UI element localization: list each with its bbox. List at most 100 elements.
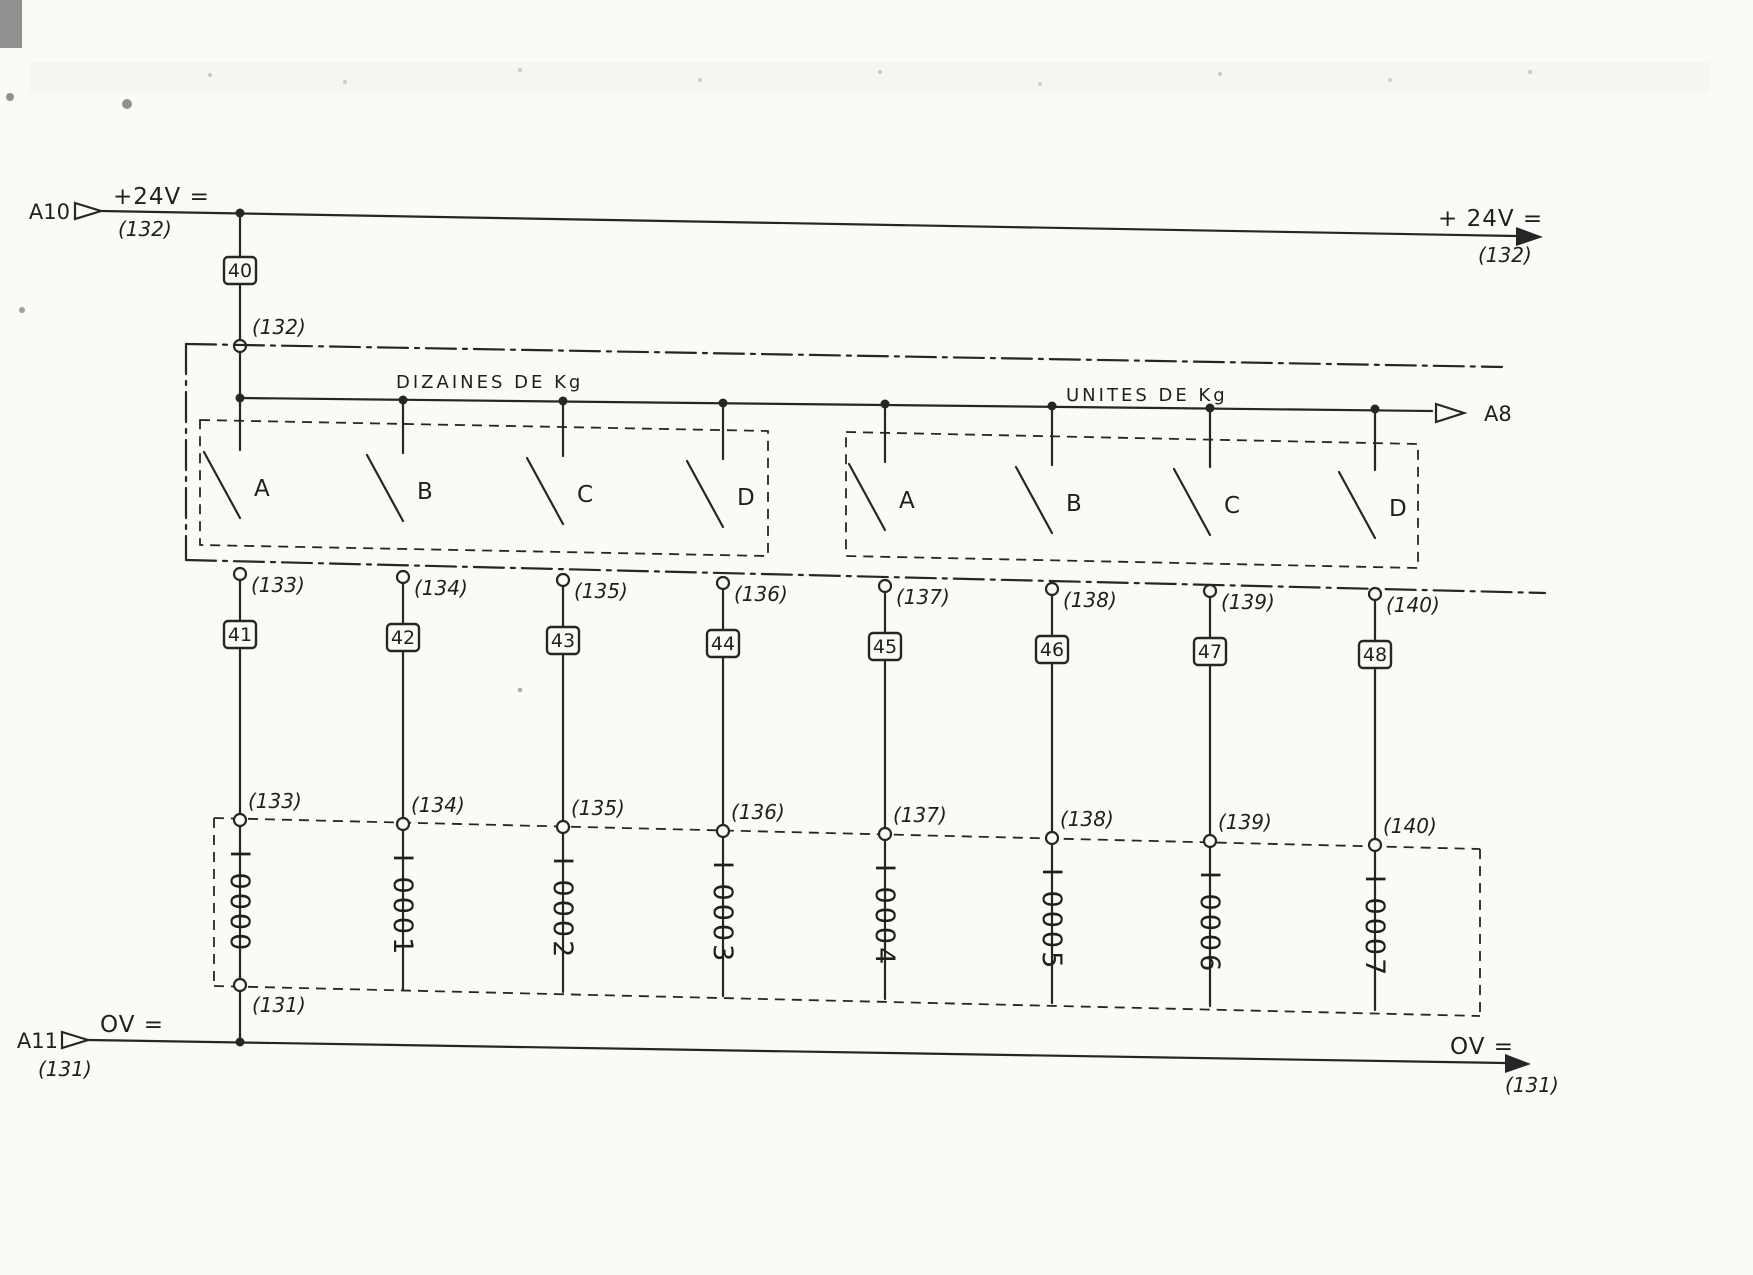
- contact-circle: [877, 578, 893, 594]
- signal-label: I 0001: [387, 854, 418, 957]
- rail-arrow-right-icon: [1516, 227, 1543, 246]
- connector-label-a8: A8: [1484, 402, 1512, 426]
- ref-label-bottom-right: (131): [1505, 1073, 1559, 1097]
- switch-blade: [1172, 467, 1212, 537]
- signal-label: I 0002: [547, 857, 578, 960]
- contact-circle: [1202, 833, 1218, 849]
- contact-circle: [395, 569, 411, 585]
- branch-6: B (138) 46 (138) I 0005: [1014, 401, 1117, 1005]
- switch-blade: [1337, 470, 1377, 540]
- module-boundary-bottom: [213, 985, 1481, 1017]
- ref-label-132: (132): [252, 315, 306, 339]
- terminal-number: 43: [551, 630, 575, 652]
- ref-label: (139): [1221, 590, 1275, 614]
- branch-2: B (134) 42 (134) I 0001: [365, 395, 468, 991]
- branch-8: D (140) 48 (140) I 0007: [1337, 404, 1440, 1012]
- rail-0v-wire: [86, 1038, 1507, 1065]
- signal-label: I 0000: [224, 850, 255, 953]
- contact-circle: [1367, 586, 1383, 602]
- terminal-number: 41: [228, 624, 252, 646]
- ref-label-2: (137): [893, 803, 947, 827]
- contact-circle: [877, 826, 893, 842]
- connector-arrow-a10-icon: [73, 201, 105, 221]
- ref-label-2: (135): [571, 796, 625, 820]
- ref-label: (138): [1063, 588, 1117, 612]
- rail-24v-wire: [99, 209, 1518, 238]
- rail-arrow-right-icon: [1505, 1054, 1531, 1073]
- switch-group-box-dizaines: [199, 419, 769, 557]
- cabinet-boundary: [184, 342, 1547, 595]
- module-boundary-top: [213, 817, 1481, 850]
- contact-circle: [1044, 830, 1060, 846]
- branch-4: D (136) 44 (136) I 0003: [685, 398, 788, 998]
- ref-label-2: (139): [1218, 810, 1272, 834]
- contact-circle: [232, 566, 248, 582]
- ref-label: (134): [414, 576, 468, 600]
- terminal-number: 46: [1040, 639, 1064, 661]
- contact-circle-131: [232, 977, 248, 993]
- main-fuse-column: 40 (132): [222, 211, 306, 400]
- ref-label-2: (140): [1383, 814, 1437, 838]
- group-label-unites: UNITES DE Kg: [1066, 385, 1228, 406]
- signal-label: I 0006: [1194, 871, 1225, 974]
- terminal-number: 47: [1198, 641, 1222, 663]
- terminal-number: 45: [873, 636, 897, 658]
- branch-7: C (139) 47 (139) I 0006: [1172, 403, 1275, 1008]
- connector-label-a11: A11: [17, 1029, 58, 1053]
- branch-5: A (137) 45 (137) I 0004: [847, 399, 950, 1001]
- terminal-number: 42: [391, 627, 415, 649]
- switch-label: D: [737, 485, 755, 511]
- top-rail: A10 +24V = (132) + 24V = (132): [29, 184, 1543, 267]
- switch-blade: [847, 462, 887, 532]
- ref-label-131: (131): [252, 993, 306, 1017]
- switch-label: B: [417, 479, 433, 505]
- signal-label: I 0005: [1036, 868, 1067, 971]
- contact-circle: [1202, 583, 1218, 599]
- switch-blade: [525, 456, 565, 526]
- terminal-number: 48: [1363, 644, 1387, 666]
- switch-label: C: [577, 482, 593, 508]
- distribution-bus: DIZAINES DE Kg UNITES DE Kg A8: [238, 372, 1512, 426]
- contact-circle: [555, 819, 571, 835]
- contact-circle: [715, 823, 731, 839]
- ref-label-2: (134): [411, 793, 465, 817]
- scan-noise: [0, 0, 1532, 693]
- switch-group-box-unites: [845, 431, 1419, 569]
- bus-arrow-a8-icon: [1434, 402, 1468, 424]
- contact-circle: [555, 572, 571, 588]
- connector-arrow-a11-icon: [60, 1030, 92, 1050]
- ref-label-top-right: (132): [1478, 243, 1532, 267]
- terminal-number-40: 40: [228, 260, 252, 282]
- boundary-line-bottom: [184, 558, 1547, 595]
- voltage-label-bottom-right: OV =: [1450, 1034, 1514, 1060]
- switch-blade: [365, 453, 405, 523]
- contact-circle: [232, 812, 248, 828]
- switch-label: B: [1066, 491, 1082, 517]
- voltage-label-bottom-left: OV =: [100, 1012, 164, 1038]
- group-label-dizaines: DIZAINES DE Kg: [396, 372, 583, 393]
- bottom-rail: A11 OV = (131) OV = (131): [17, 1012, 1559, 1097]
- ref-label-2: (138): [1060, 807, 1114, 831]
- ref-label-2: (133): [248, 789, 302, 813]
- switch-label: D: [1389, 496, 1407, 522]
- ref-label-top-left: (132): [118, 217, 172, 241]
- switch-label: A: [899, 488, 915, 514]
- terminal-number: 44: [711, 633, 735, 655]
- boundary-line-top: [184, 342, 1504, 369]
- ref-label: (133): [251, 573, 305, 597]
- switch-blade: [202, 450, 242, 520]
- signal-label: I 0003: [707, 861, 738, 964]
- switch-blade: [1014, 465, 1054, 535]
- ref-label: (140): [1386, 593, 1440, 617]
- switch-blade: [685, 459, 725, 529]
- input-module-boundary: [213, 817, 1481, 1017]
- signal-label: I 0004: [869, 864, 900, 967]
- voltage-label-top-left: +24V =: [113, 184, 210, 210]
- contact-circle: [395, 816, 411, 832]
- branch-3: C (135) 43 (135) I 0002: [525, 396, 628, 994]
- signal-label: I 0007: [1359, 875, 1390, 978]
- bus-wire: [238, 396, 1434, 413]
- connector-label-a10: A10: [29, 200, 70, 224]
